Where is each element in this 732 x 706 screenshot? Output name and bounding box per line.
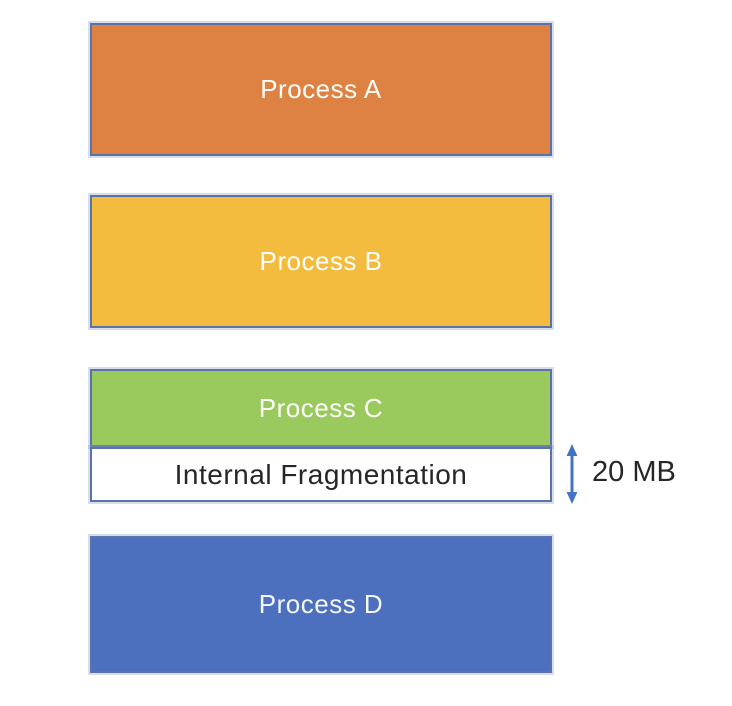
vertical-double-arrow-icon (564, 444, 580, 504)
block-process-c: Process C (90, 369, 552, 447)
block-process-a-label: Process A (260, 74, 382, 104)
block-process-b: Process B (90, 195, 552, 328)
block-process-b-label: Process B (259, 246, 383, 276)
block-internal-fragmentation-label: Internal Fragmentation (174, 458, 468, 490)
fragmentation-size-label: 20 MB (592, 456, 676, 488)
block-process-d-label: Process D (258, 589, 384, 619)
block-internal-fragmentation: Internal Fragmentation (90, 447, 552, 502)
block-process-c-label: Process C (258, 392, 384, 423)
block-process-d: Process D (90, 536, 552, 673)
block-process-a: Process A (90, 23, 552, 156)
